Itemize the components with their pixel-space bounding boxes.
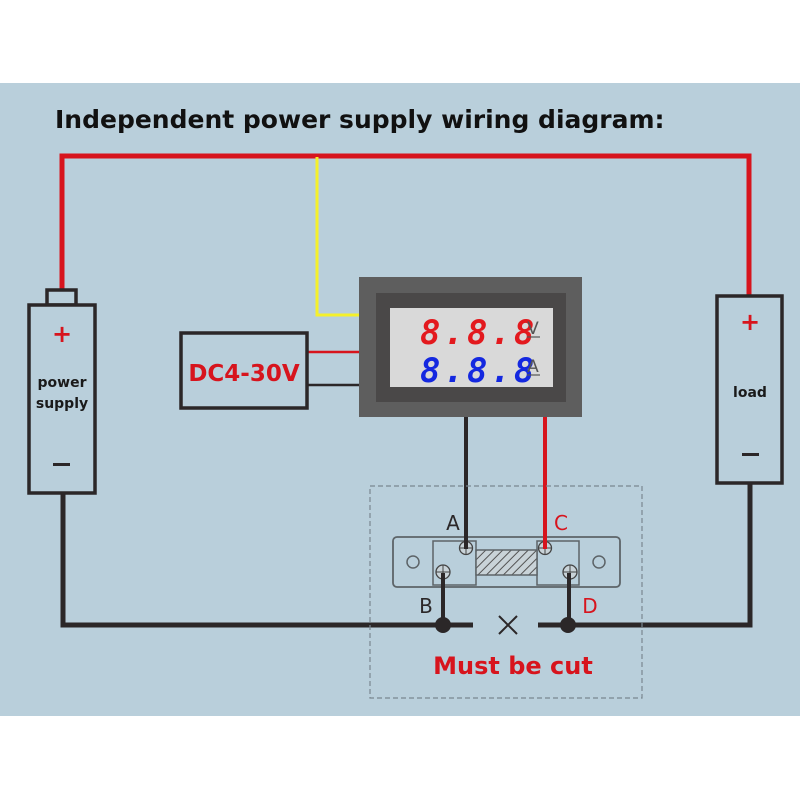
shunt-mount-hole-left [406, 555, 420, 569]
terminal-a-label: A [446, 511, 460, 535]
load-label: load [733, 385, 767, 401]
junction-d [560, 617, 576, 633]
screw-d-icon [562, 564, 578, 580]
shunt-region-outline [369, 485, 643, 699]
cut-x-icon [498, 615, 518, 635]
shunt-mount-hole-right [592, 555, 606, 569]
load-negative-sign [742, 453, 759, 456]
signal-wire [315, 157, 359, 317]
cut-note: Must be cut [433, 652, 593, 680]
terminal-d-label: D [582, 594, 597, 618]
dc-source-label: DC4-30V [188, 361, 300, 387]
power-supply-terminal [45, 288, 78, 307]
junction-b [435, 617, 451, 633]
dc-source-box [179, 331, 309, 410]
power-supply-body [27, 303, 97, 495]
meter-screen [390, 308, 553, 387]
power-supply-label-line1: power [38, 375, 87, 391]
load: + load [715, 294, 784, 485]
terminal-b-label: B [419, 594, 433, 618]
power-supply-positive-sign: + [52, 320, 72, 348]
shunt-base [392, 536, 621, 588]
power-supply-label-line2: supply [36, 396, 88, 412]
terminal-c-label: C [554, 511, 568, 535]
current-unit: A [527, 357, 539, 377]
load-body [715, 294, 784, 485]
load-positive-sign: + [740, 308, 760, 336]
voltage-display: 8.8.8 [420, 313, 537, 353]
dc-source: DC4-30V [179, 331, 309, 410]
power-supply-negative-sign [53, 463, 70, 466]
current-display: 8.8.8 [420, 351, 537, 391]
shunt-element [475, 549, 538, 576]
voltage-unit: V [527, 319, 539, 339]
shunt-resistor [392, 536, 621, 588]
diagram-title: Independent power supply wiring diagram: [55, 105, 665, 134]
volt-amp-meter: 8.8.8 V 8.8.8 A [359, 277, 582, 417]
power-supply: + power supply [27, 288, 97, 495]
positive-wire [59, 153, 752, 296]
negative-wire-load [538, 483, 753, 628]
negative-wire-supply [60, 493, 473, 628]
